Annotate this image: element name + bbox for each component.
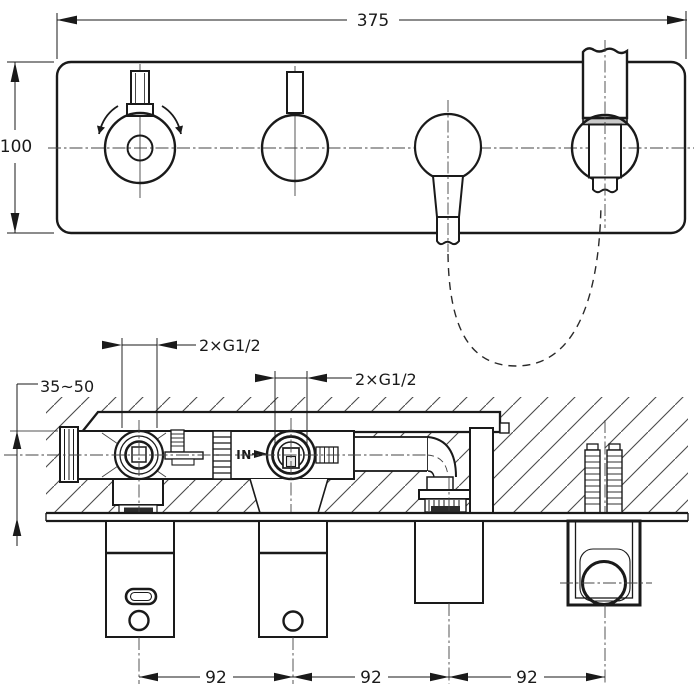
panel-plate (55, 60, 687, 235)
lever-diverter (413, 100, 483, 252)
handle-trim-1 (105, 520, 175, 638)
slot-oval (124, 587, 158, 606)
section-centerlines (4, 418, 606, 512)
shower-hose-dashed (447, 204, 602, 367)
handshower-holder (570, 40, 640, 228)
screw-hole (282, 610, 304, 632)
plate-nub (499, 422, 510, 434)
dim-label-spacing-1: 92 (205, 668, 227, 688)
top-port-stud (164, 429, 204, 466)
wall-bracket (469, 427, 494, 514)
dimension-embed-depth: 35~50 (10, 377, 94, 546)
handle-trim-3 (414, 520, 484, 604)
outlet-flange (418, 489, 472, 500)
dimension-bottom-spacing: 92 92 92 (138, 603, 606, 688)
dimension-overall-height: 100 (0, 61, 54, 234)
handle-trim-2 (258, 520, 328, 638)
dimension-inlet-ports: 2×G1/2 (255, 370, 417, 445)
arrowhead-up (10, 62, 20, 82)
front-panel-view: 375 100 (0, 11, 694, 367)
screw-hole (128, 609, 150, 632)
knob-body (260, 113, 330, 183)
dim-label-top-ports: 2×G1/2 (199, 336, 261, 355)
wall-section-view: IN (4, 336, 689, 688)
dim-label-inlet-ports: 2×G1/2 (355, 370, 417, 389)
holder-cup (579, 548, 631, 602)
wall-anchor-studs (584, 443, 623, 514)
shower-holder-bracket (560, 519, 652, 607)
outlet-bend (427, 436, 457, 478)
knob-temperature (97, 64, 183, 198)
dimension-top-ports: 2×G1/2 (102, 336, 261, 428)
dim-label-height: 100 (0, 137, 32, 157)
stud-left (584, 443, 601, 514)
arrowhead-left (57, 15, 77, 25)
arrowhead-down (10, 213, 20, 233)
dim-label-spacing-3: 92 (516, 668, 538, 688)
stud-right (606, 443, 623, 514)
knob-body (103, 111, 177, 185)
dimension-overall-width: 375 (56, 11, 687, 59)
dim-label-spacing-2: 92 (360, 668, 382, 688)
outlet-tube (353, 436, 429, 472)
outlet-thread-stub (424, 498, 467, 513)
inlet-arrow (254, 450, 268, 458)
arrowhead-right (667, 15, 687, 25)
knob-center (126, 134, 154, 162)
dim-label-width: 375 (357, 11, 389, 31)
knob-volume (260, 66, 330, 196)
bottom-port-cartridge1 (112, 478, 164, 514)
dim-label-depth: 35~50 (40, 377, 94, 396)
inlet-clearance (249, 478, 329, 514)
